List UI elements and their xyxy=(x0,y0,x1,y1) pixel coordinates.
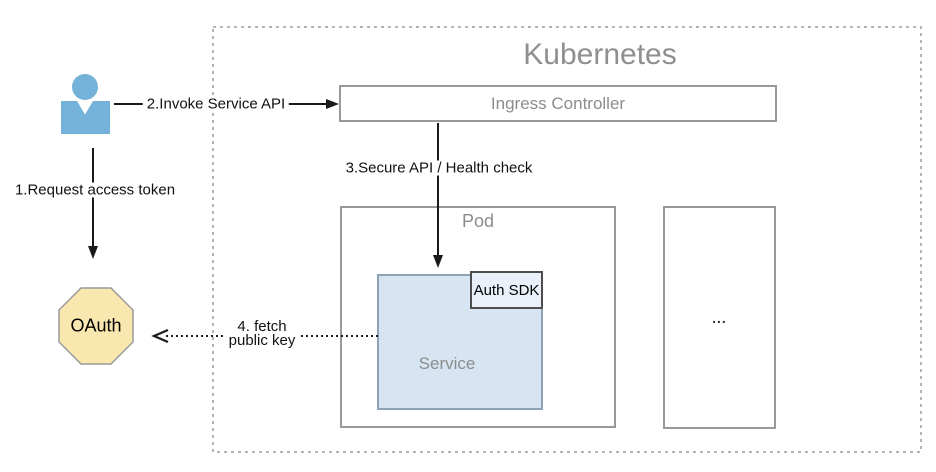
edge-label-fetch-line2: public key xyxy=(228,332,296,349)
user-icon xyxy=(61,74,110,134)
kubernetes-cluster-title: Kubernetes xyxy=(523,38,677,71)
edge-label-request-token: 1.Request access token xyxy=(10,182,180,198)
edge-label-secure-api: 3.Secure API / Health check xyxy=(341,160,537,176)
pod-label: Pod xyxy=(461,211,495,231)
auth-sdk-label: Auth SDK xyxy=(473,281,540,299)
ingress-controller-node: Ingress Controller xyxy=(339,85,777,122)
ingress-controller-label: Ingress Controller xyxy=(490,93,626,113)
other-pod-node: ... xyxy=(663,206,776,429)
arrow-request-token xyxy=(88,148,98,259)
service-label: Service xyxy=(418,354,476,373)
oauth-label: OAuth xyxy=(70,315,122,336)
edge-label-invoke-api: 2.Invoke Service API xyxy=(142,96,290,112)
edge-label-fetch-public-key: 4. fetch public key xyxy=(224,319,300,349)
auth-sdk-node: Auth SDK xyxy=(470,271,543,309)
other-pod-label: ... xyxy=(712,309,727,326)
